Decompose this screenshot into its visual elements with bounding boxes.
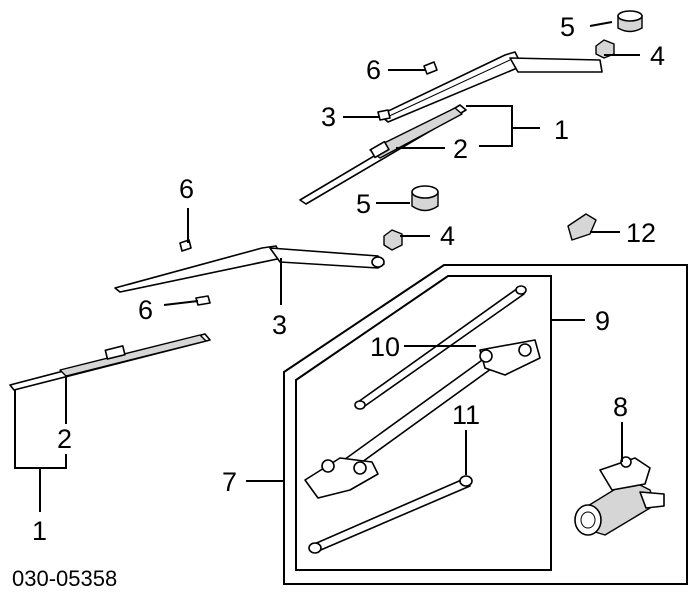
- middle-cap: [411, 185, 439, 212]
- wiper-motor: [574, 456, 665, 536]
- diagram-id: 030-05358: [12, 566, 117, 591]
- callout-3-upper: 3: [321, 102, 336, 132]
- lower-wiper-blade: [9, 333, 211, 391]
- linkage-inner-frame: [295, 275, 552, 571]
- lower-clip-6-upper: [179, 239, 192, 252]
- callout-1-right: 1: [554, 115, 569, 145]
- linkage-outer-frame: [283, 264, 688, 585]
- clip-12: [567, 213, 597, 241]
- callout-3-lower: 3: [272, 310, 287, 340]
- leader-lines: [14, 21, 640, 512]
- callout-2-right: 2: [453, 134, 468, 164]
- callout-5-upper: 5: [560, 12, 575, 42]
- middle-nut: [383, 229, 403, 251]
- upper-wiper-arm: [379, 51, 603, 123]
- callout-2-left: 2: [57, 424, 72, 454]
- callout-8: 8: [613, 392, 628, 422]
- callout-4-upper: 4: [650, 41, 665, 71]
- link-rod-11: [308, 475, 473, 554]
- callout-5-mid: 5: [356, 189, 371, 219]
- callout-1-left: 1: [32, 516, 47, 546]
- lower-clip-6-lower: [195, 295, 211, 306]
- callout-7: 7: [222, 467, 237, 497]
- callout-6-mid: 6: [179, 174, 194, 204]
- upper-clip-6: [423, 61, 438, 75]
- upper-clip-3: [377, 109, 391, 121]
- callout-6-lower: 6: [138, 295, 153, 325]
- callout-11: 11: [452, 400, 480, 430]
- callout-12: 12: [626, 218, 656, 248]
- callout-9: 9: [595, 306, 610, 336]
- callout-6-upper: 6: [366, 55, 381, 85]
- linkage-main: [304, 339, 541, 499]
- callouts: 5 4 6 3 1 2 5 4 12 6 6 3 9 10 11 8 7 2 1: [32, 12, 665, 546]
- callout-4-mid: 4: [440, 221, 455, 251]
- callout-10: 10: [370, 332, 400, 362]
- upper-wiper-blade: [299, 104, 467, 205]
- link-rod-10: [354, 285, 527, 410]
- lower-wiper-arm: [114, 245, 385, 293]
- upper-cap: [617, 10, 643, 33]
